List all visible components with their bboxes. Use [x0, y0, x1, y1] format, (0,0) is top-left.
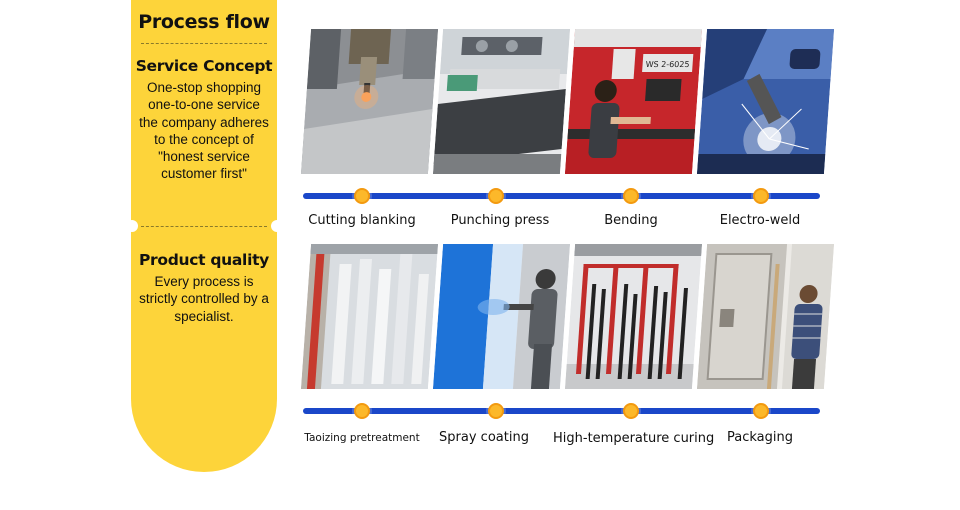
step-label-electro-weld: Electro-weld [719, 213, 801, 228]
step-label-taoizing-pretreatment: Taoizing pretreatment [304, 432, 420, 444]
timeline-dot [623, 403, 639, 419]
high-temperature-curing-photo [564, 244, 703, 389]
timeline-dot [488, 188, 504, 204]
step-label-packaging: Packaging [727, 430, 793, 445]
timeline-dot [488, 403, 504, 419]
divider [141, 43, 267, 44]
step-label-cutting-blanking: Cutting blanking [308, 213, 416, 228]
step-label-high-temperature-curing: High-temperature curing [553, 431, 715, 446]
pretreatment-photo [300, 244, 439, 389]
info-panel: Process flow Service Concept One-stop sh… [131, 0, 277, 472]
service-concept-heading: Service Concept [135, 57, 273, 75]
timeline-dot [354, 188, 370, 204]
step-label-bending: Bending [604, 213, 658, 228]
panel-title: Process flow [138, 11, 270, 33]
product-quality-heading: Product quality [138, 251, 269, 269]
timeline-row1 [303, 193, 820, 199]
electro-weld-photo [696, 29, 835, 174]
timeline-dot [354, 403, 370, 419]
timeline-row2 [303, 408, 820, 414]
cutting-blanking-photo [300, 29, 439, 174]
packaging-photo [696, 244, 835, 389]
divider [141, 226, 267, 227]
timeline-dot [753, 403, 769, 419]
panel-notch-left [126, 220, 138, 232]
punching-press-photo [432, 29, 571, 174]
step-label-spray-coating: Spray coating [439, 430, 529, 445]
machine-sign-text: WS 2-6025 [645, 60, 689, 69]
service-concept-text: One-stop shopping one-to-one service the… [139, 80, 269, 182]
bending-photo: WS 2-6025 [564, 29, 703, 174]
step-label-punching-press: Punching press [450, 213, 550, 228]
spray-coating-photo [432, 244, 571, 389]
panel-notch-right [271, 220, 283, 232]
timeline-dot [753, 188, 769, 204]
product-quality-text: Every process is strictly controlled by … [139, 274, 269, 324]
timeline-dot [623, 188, 639, 204]
